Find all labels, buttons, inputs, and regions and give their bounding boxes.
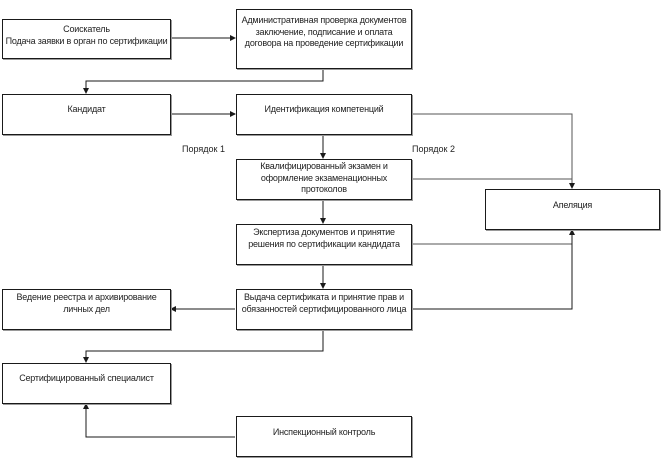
box-certified: Сертифицированный специалист: [2, 363, 171, 404]
box-issuance: Выдача сертификата и принятие прав и обя…: [236, 289, 412, 330]
box-text: Квалифицированный экзамен и: [260, 161, 388, 171]
box-text: Соискатель: [63, 24, 110, 34]
arrow-admin-to-candidate: [83, 68, 324, 94]
box-identification: Идентификация компетенций: [236, 94, 412, 135]
box-text: Сертифицированный специалист: [19, 373, 154, 383]
box-text: Подача заявки в орган по сертификации: [5, 35, 168, 46]
box-text: Идентификация компетенций: [264, 104, 384, 114]
box-text: личных дел: [63, 303, 110, 314]
box-inspection: Инспекционный контроль: [236, 416, 412, 457]
box-text: обязанностей сертифицированного лица: [241, 303, 407, 314]
arrow-inspection-to-certified: [83, 403, 235, 438]
box-exam: Квалифицированный экзамен и оформление э…: [236, 159, 412, 200]
arrow-issuance-to-certified: [83, 329, 324, 363]
label-order-1: Порядок 1: [182, 144, 225, 154]
box-text: Апеляция: [552, 200, 593, 210]
box-text: Кандидат: [67, 104, 106, 114]
box-text: заключение, подписание и оплата: [255, 26, 393, 37]
box-text: Инспекционный контроль: [272, 427, 376, 437]
box-text: Ведение реестра и архивирование: [16, 292, 157, 302]
box-applicant: Соискатель Подача заявки в орган по серт…: [2, 19, 171, 59]
box-text: оформление экзаменационных: [260, 172, 388, 183]
box-text: Административная проверка документов: [241, 15, 407, 25]
box-registry: Ведение реестра и архивирование личных д…: [2, 289, 171, 330]
box-expertise: Экспертиза документов и принятие решения…: [236, 224, 412, 265]
box-candidate: Кандидат: [2, 94, 171, 135]
arrow-issuance-to-appeal: [411, 229, 575, 310]
box-text: Экспертиза документов и принятие: [253, 227, 395, 237]
box-text: договора на проведение сертификации: [244, 38, 404, 48]
box-admin-check: Административная проверка документов зак…: [236, 9, 412, 69]
box-text: решения по сертификации кандидата: [248, 238, 400, 249]
box-text: Выдача сертификата и принятие прав и: [243, 292, 405, 302]
box-text: протоколов: [301, 184, 347, 194]
arrow-identification-to-appeal: [411, 113, 575, 189]
box-appeal: Апеляция: [485, 189, 660, 230]
label-order-2: Порядок 2: [412, 144, 455, 154]
